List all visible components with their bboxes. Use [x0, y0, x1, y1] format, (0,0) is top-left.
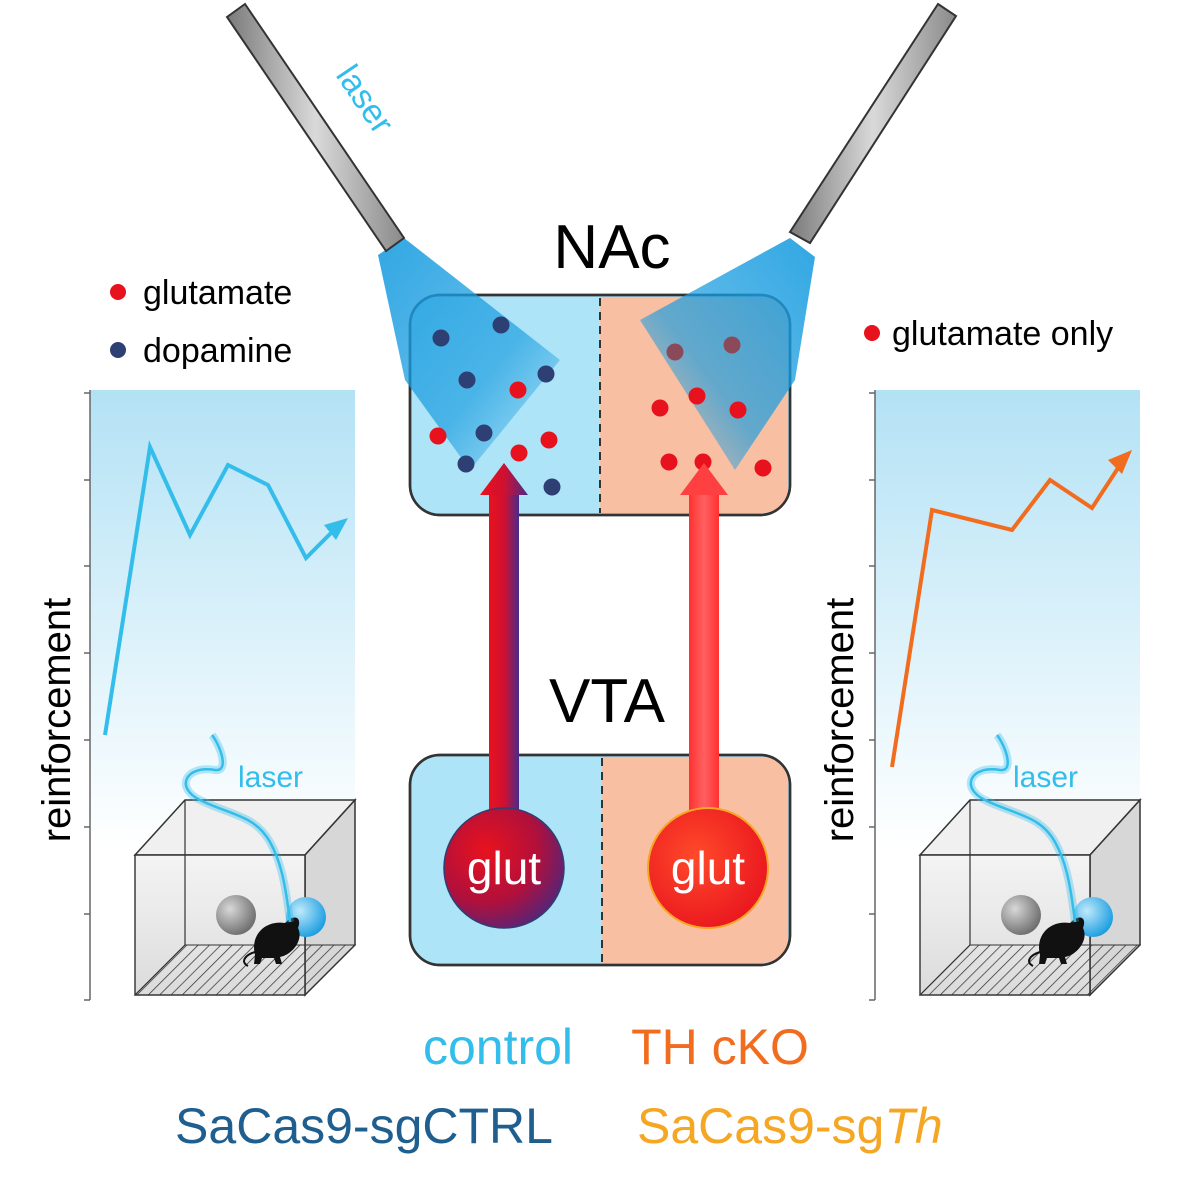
fiber-laser-label: laser — [328, 58, 401, 140]
nac-title: NAc — [553, 213, 670, 282]
tko-construct-gene: Th — [884, 1098, 942, 1154]
right-laser-beam — [640, 238, 815, 470]
legend-glutamate-label: glutamate — [143, 274, 292, 312]
right-optic-fiber — [788, 2, 958, 245]
vta-title: VTA — [549, 667, 666, 736]
legend-glutamate-only-label: glutamate only — [892, 315, 1113, 353]
nac-region — [378, 238, 815, 517]
control-group-label: control — [423, 1019, 573, 1075]
left-legend: glutamate dopamine — [110, 274, 292, 370]
right-grey-ball — [1001, 895, 1041, 935]
right-legend: glutamate only — [864, 315, 1113, 353]
legend-glutamate-only-dot — [864, 325, 880, 341]
left-laser-beam — [378, 238, 560, 470]
right-plot: reinforcement laser — [818, 390, 1142, 1001]
nac-control-dots — [429, 316, 561, 496]
nac-tko-dots — [651, 336, 772, 477]
left-plot: reinforcement laser — [35, 390, 357, 1001]
right-plot-ticks — [869, 392, 875, 1001]
control-construct-label: SaCas9-sgCTRL — [175, 1098, 553, 1154]
right-reinforcement-line — [890, 460, 1124, 768]
legend-dopamine-dot — [110, 342, 126, 358]
tko-construct-prefix: SaCas9-sg — [637, 1098, 884, 1154]
left-grey-ball — [216, 895, 256, 935]
right-box-laser-label: laser — [1013, 761, 1078, 794]
left-mouse-icon — [254, 917, 300, 964]
left-operant-box — [133, 798, 357, 997]
tko-construct-label: SaCas9-sgTh — [637, 1098, 943, 1154]
control-neuron-label: glut — [467, 842, 541, 894]
tko-projection-arrow — [680, 463, 728, 823]
legend-dopamine-label: dopamine — [143, 332, 292, 370]
left-box-laser-label: laser — [238, 761, 303, 794]
right-operant-box — [918, 798, 1142, 997]
right-plot-ylabel: reinforcement — [818, 598, 862, 843]
control-projection-arrow — [480, 463, 528, 823]
left-laser-tether — [184, 734, 292, 923]
legend-glutamate-dot — [110, 284, 126, 300]
left-line-arrowhead — [324, 518, 348, 540]
right-mouse-icon — [1039, 917, 1085, 964]
left-plot-ticks — [84, 392, 90, 1001]
left-optic-fiber — [225, 2, 406, 253]
right-line-arrowhead — [1108, 450, 1132, 474]
left-reinforcement-line — [103, 440, 344, 736]
tko-group-label: TH cKO — [631, 1019, 809, 1075]
tko-neuron-label: glut — [671, 842, 745, 894]
tko-glut-neuron: glut — [647, 807, 769, 929]
left-plot-ylabel: reinforcement — [35, 598, 79, 843]
control-glut-neuron: glut — [443, 807, 565, 929]
right-laser-tether — [969, 734, 1077, 923]
